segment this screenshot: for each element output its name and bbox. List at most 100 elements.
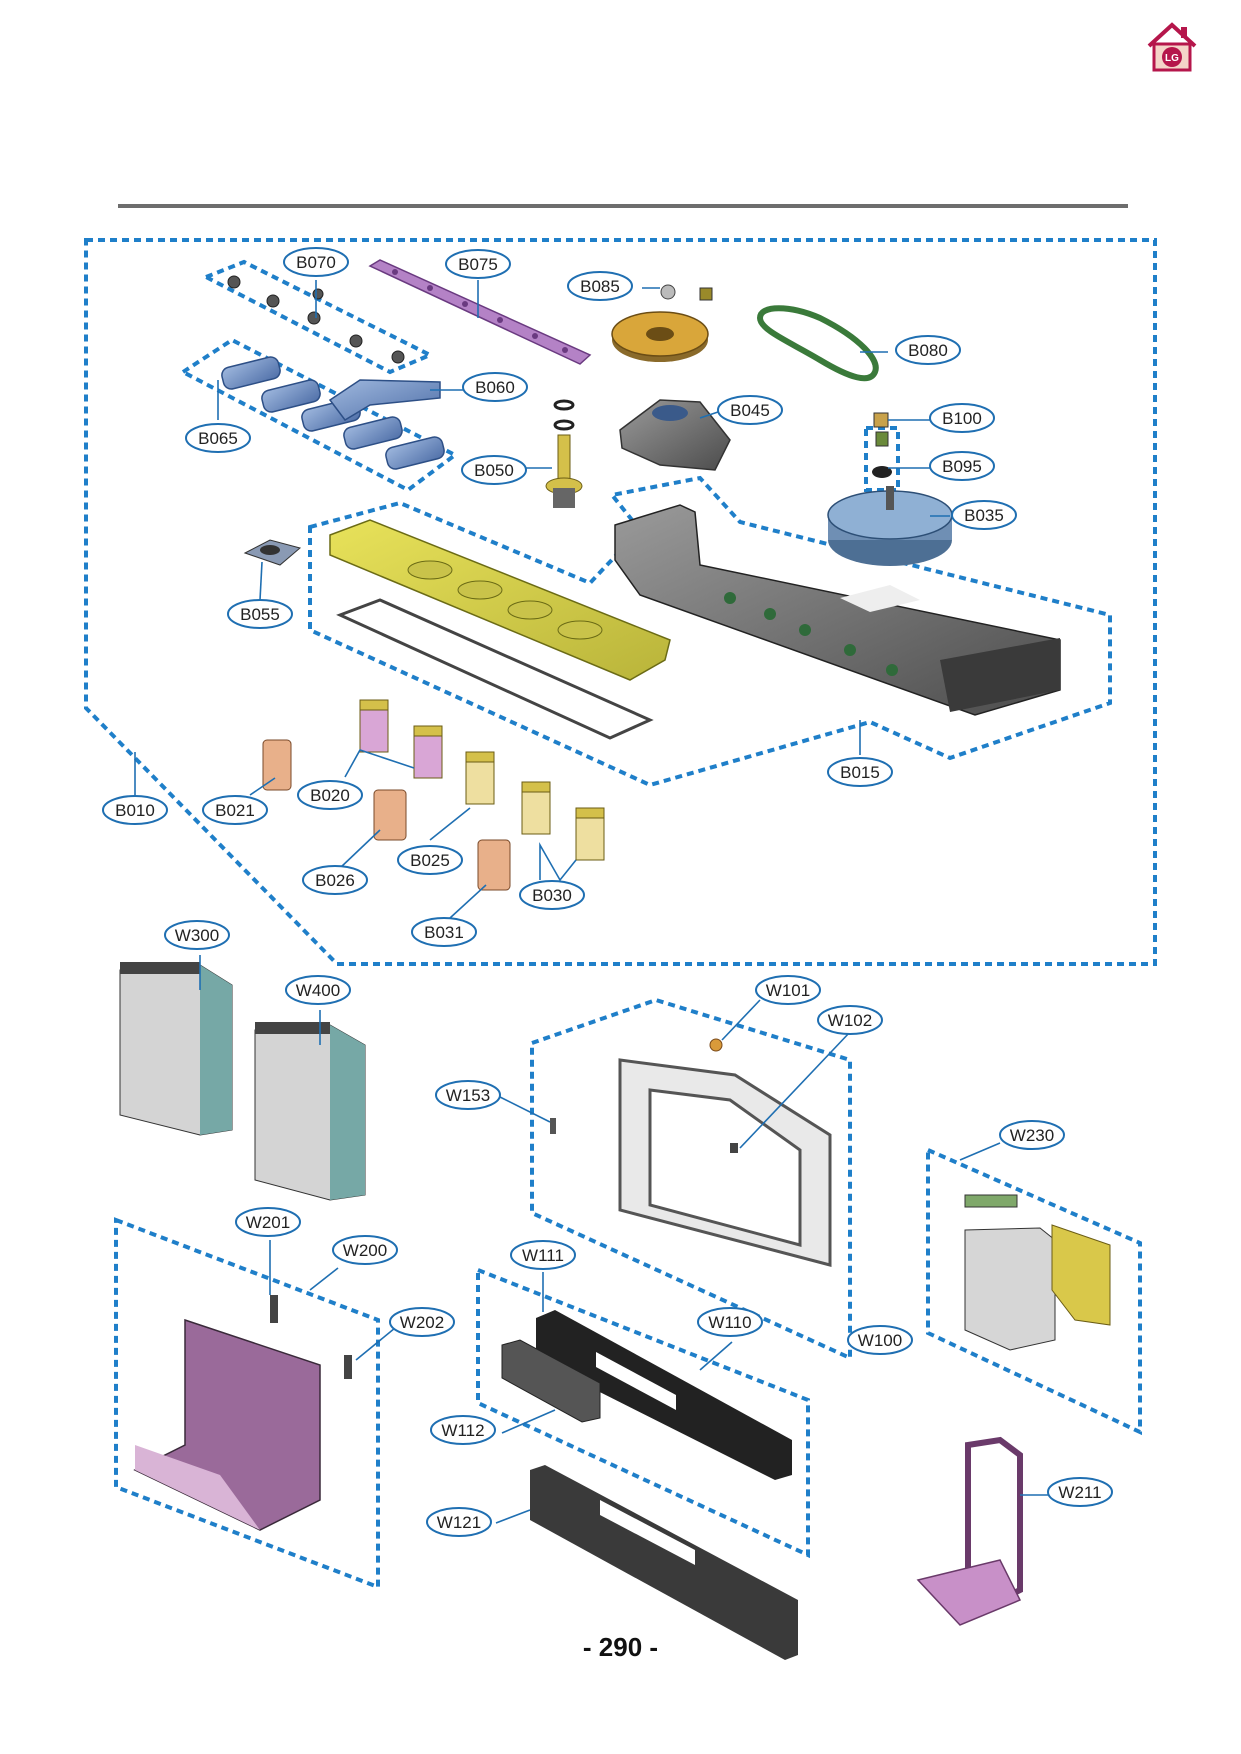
callout-label: B070 — [296, 253, 336, 272]
leader-w200 — [309, 1267, 339, 1291]
callout-bubble — [951, 500, 1017, 530]
callout-label: W110 — [708, 1313, 751, 1332]
callout-bubble — [202, 795, 268, 825]
callout-label: B035 — [964, 506, 1004, 525]
callout-b085: B085 — [567, 271, 633, 301]
callout-bubble — [227, 599, 293, 629]
callout-label: W230 — [1010, 1126, 1054, 1145]
callout-bubble — [164, 920, 230, 950]
leader-b031 — [449, 884, 487, 919]
pulley-part — [611, 284, 713, 362]
callout-bubble — [1047, 1477, 1113, 1507]
callout-bubble — [430, 1415, 496, 1445]
callout-label: W400 — [296, 981, 340, 1000]
lg-home-logo-icon: LG — [1143, 20, 1201, 74]
nuts-part — [227, 275, 405, 364]
valves-part — [359, 699, 605, 861]
callout-bubble — [297, 780, 363, 810]
callout-label: B060 — [475, 378, 515, 397]
leader-w153 — [499, 1096, 551, 1123]
callout-w102: W102 — [817, 1005, 883, 1035]
callout-label: B010 — [115, 801, 155, 820]
callout-label: B085 — [580, 277, 620, 296]
callout-bubble — [411, 917, 477, 947]
logo-text: LG — [1165, 53, 1179, 64]
callout-label: W101 — [766, 981, 810, 1000]
callout-label: W211 — [1058, 1483, 1101, 1502]
callout-bubble — [445, 249, 511, 279]
group-outline-b070 — [201, 259, 435, 375]
callout-label: W111 — [522, 1246, 564, 1265]
callout-b050: B050 — [461, 455, 527, 485]
callout-label: W200 — [343, 1241, 387, 1260]
callout-bubble — [827, 757, 893, 787]
callout-bubble — [235, 1207, 301, 1237]
clutch-parts — [872, 412, 892, 478]
bearing-part — [243, 539, 302, 566]
callout-bubble — [929, 451, 995, 481]
callout-w153: W153 — [435, 1080, 501, 1110]
callout-bubble — [999, 1120, 1065, 1150]
callout-label: B065 — [198, 429, 238, 448]
callout-b021: B021 — [202, 795, 268, 825]
leader-b045 — [699, 411, 719, 419]
callout-bubble — [435, 1080, 501, 1110]
leader-b025 — [429, 807, 471, 841]
callout-bubble — [697, 1307, 763, 1337]
callout-b031: B031 — [411, 917, 477, 947]
shaft-part — [545, 399, 583, 508]
callout-bubble — [397, 845, 463, 875]
w211-part — [916, 1436, 1023, 1626]
leader-b055 — [259, 561, 263, 601]
callout-label: W201 — [246, 1213, 290, 1232]
callout-b095: B095 — [929, 451, 995, 481]
group-outline-w200 — [114, 1217, 380, 1590]
callout-b080: B080 — [895, 335, 961, 365]
callout-label: W100 — [858, 1331, 902, 1350]
callout-bubble — [283, 247, 349, 277]
leader-b030 — [539, 841, 577, 882]
callout-w300: W300 — [164, 920, 230, 950]
callout-w112: W112 — [430, 1415, 496, 1445]
callout-bubble — [755, 975, 821, 1005]
callout-label: B100 — [942, 409, 982, 428]
callout-bubble — [847, 1325, 913, 1355]
callout-label: B021 — [215, 801, 255, 820]
group-outline-b010 — [84, 238, 1157, 966]
leader-w121 — [495, 1509, 531, 1524]
callout-label: B055 — [240, 605, 280, 624]
callout-bubble — [510, 1240, 576, 1270]
callout-b060: B060 — [462, 372, 528, 402]
callout-b010: B010 — [102, 795, 168, 825]
leader-w230 — [959, 1142, 1001, 1161]
callout-w400: W400 — [285, 975, 351, 1005]
callout-w100: W100 — [847, 1325, 913, 1355]
callout-label: B020 — [310, 786, 350, 805]
callout-b100: B100 — [929, 403, 995, 433]
detergent-boxes-part — [119, 962, 366, 1201]
callout-bubble — [817, 1005, 883, 1035]
callout-b035: B035 — [951, 500, 1017, 530]
callout-b030: B030 — [519, 880, 585, 910]
callout-b045: B045 — [717, 395, 783, 425]
group-outline-b065 — [179, 337, 459, 493]
leader-b021 — [249, 777, 276, 796]
callout-b026: B026 — [302, 865, 368, 895]
rear-panel-part — [133, 1295, 352, 1531]
callout-b025: B025 — [397, 845, 463, 875]
leader-b026 — [339, 829, 381, 869]
callout-w111: W111 — [510, 1240, 576, 1270]
callout-label: W121 — [437, 1513, 481, 1532]
callout-w201: W201 — [235, 1207, 301, 1237]
callout-bubble — [102, 795, 168, 825]
blue-holders-part — [221, 356, 445, 470]
valve-brackets-part — [262, 739, 511, 891]
tub-part — [329, 519, 671, 740]
callout-w211: W211 — [1047, 1477, 1113, 1507]
group-outline-w230 — [926, 1146, 1142, 1436]
inner-frame-part — [618, 1038, 832, 1267]
belt-part — [756, 305, 879, 382]
callout-b075: B075 — [445, 249, 511, 279]
callout-w121: W121 — [426, 1507, 492, 1537]
